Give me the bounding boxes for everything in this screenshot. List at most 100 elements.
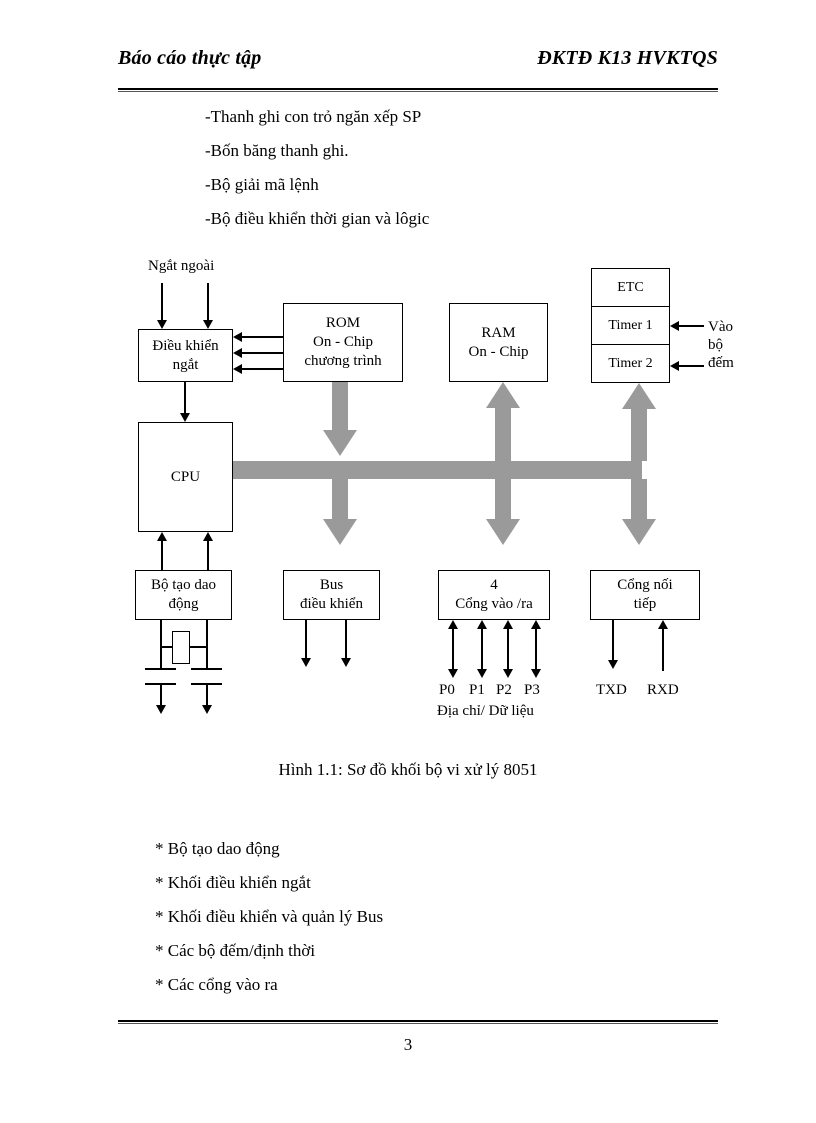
counter-input-arrow-1-icon xyxy=(670,321,679,331)
header-divider-line-2 xyxy=(118,91,718,92)
crystal-tap-right-line xyxy=(188,646,207,648)
bus-arrow-rom-down-icon xyxy=(323,430,357,456)
block-ram: RAM On - Chip xyxy=(449,303,548,382)
port-p1-line xyxy=(481,629,483,671)
block-line: chương trình xyxy=(304,353,382,369)
port-p2-arrow-up-icon xyxy=(503,620,513,629)
bus-arrow-etc-up-icon xyxy=(622,383,656,409)
port-p3-line xyxy=(535,629,537,671)
rom-to-interrupt-arrow-1-icon xyxy=(233,332,242,342)
counter-input-line-1 xyxy=(678,325,704,327)
bus-stem-ports-top xyxy=(495,479,511,519)
block-cpu: CPU xyxy=(138,422,233,532)
osc-to-cpu-line-1 xyxy=(161,541,163,570)
capacitor-left-ground-arrow-icon xyxy=(156,705,166,714)
counter-input-label-line2: bộ xyxy=(708,337,723,353)
figure-caption: Hình 1.1: Sơ đồ khối bộ vi xử lý 8051 xyxy=(278,760,538,779)
bus-stem-ram-top xyxy=(495,408,511,461)
block-line: điều khiển xyxy=(300,596,363,612)
rom-to-interrupt-line-1 xyxy=(241,336,283,338)
external-interrupt-arrow-1-icon xyxy=(157,320,167,329)
osc-to-cpu-line-2 xyxy=(207,541,209,570)
counter-input-line-2 xyxy=(678,365,704,367)
control-bus-out-arrow-1-icon xyxy=(301,658,311,667)
interrupt-to-cpu-arrow-icon xyxy=(180,413,190,422)
block-line: tiếp xyxy=(633,596,657,612)
serial-txd-label: TXD xyxy=(596,682,627,698)
block-control-bus: Bus điều khiển xyxy=(283,570,380,620)
bus-stem-serial-top xyxy=(631,479,647,519)
block-line: Bus xyxy=(319,577,344,593)
footer-divider-line-1 xyxy=(118,1020,718,1022)
osc-to-cpu-arrow-1-icon xyxy=(157,532,167,541)
external-interrupt-label: Ngắt ngoài xyxy=(148,258,215,274)
capacitor-left-ground-line xyxy=(160,685,162,707)
capacitor-left-plate-bottom xyxy=(145,683,176,686)
top-list: -Thanh ghi con trỏ ngăn xếp SP -Bốn băng… xyxy=(205,100,685,236)
port-label-p1: P1 xyxy=(469,682,485,698)
block-line: 4 xyxy=(490,577,498,593)
block-line: CPU xyxy=(170,468,201,485)
block-serial-port: Cổng nối tiếp xyxy=(590,570,700,620)
etc-cell-timer2: Timer 2 xyxy=(592,344,669,382)
block-line: On - Chip xyxy=(313,334,373,350)
block-line: Cổng nối xyxy=(617,577,673,593)
bus-stem-rom-top xyxy=(332,382,348,430)
list-item: * Bộ tạo dao động xyxy=(155,839,280,858)
counter-input-arrow-2-icon xyxy=(670,361,679,371)
block-etc-timers: ETC Timer 1 Timer 2 xyxy=(591,268,670,383)
rom-to-interrupt-line-2 xyxy=(241,352,283,354)
block-line: Điều khiển xyxy=(152,337,219,354)
header-left-title: Báo cáo thực tập xyxy=(118,47,262,69)
counter-input-label-line3: đếm xyxy=(708,355,734,371)
rom-to-interrupt-arrow-2-icon xyxy=(233,348,242,358)
list-item: * Các bộ đếm/định thời xyxy=(155,941,316,960)
port-label-p2: P2 xyxy=(496,682,512,698)
serial-txd-line xyxy=(612,620,614,662)
bus-arrow-serial-down-icon xyxy=(622,519,656,545)
list-item: -Bộ giải mã lệnh xyxy=(205,175,319,194)
list-item: -Bốn băng thanh ghi. xyxy=(205,141,349,160)
bus-arrow-ports-down-icon xyxy=(486,519,520,545)
block-line: RAM xyxy=(481,324,516,341)
crystal-tap-left-line xyxy=(160,646,180,648)
footer-divider-line-2 xyxy=(118,1023,718,1024)
capacitor-right-plate-bottom xyxy=(191,683,222,686)
crystal-leg-left-line xyxy=(160,620,162,668)
port-p0-arrow-up-icon xyxy=(448,620,458,629)
serial-rxd-arrow-icon xyxy=(658,620,668,629)
block-line: động xyxy=(168,596,199,612)
port-p0-line xyxy=(452,629,454,671)
etc-cell-title: ETC xyxy=(617,280,644,295)
rom-to-interrupt-arrow-3-icon xyxy=(233,364,242,374)
block-interrupt-control: Điều khiển ngắt xyxy=(138,329,233,382)
block-line: Cổng vào /ra xyxy=(455,596,533,612)
port-p2-arrow-down-icon xyxy=(503,669,513,678)
page-number: 3 xyxy=(403,1035,413,1054)
control-bus-out-arrow-2-icon xyxy=(341,658,351,667)
osc-to-cpu-arrow-2-icon xyxy=(203,532,213,541)
port-p0-arrow-down-icon xyxy=(448,669,458,678)
external-interrupt-arrow-2-icon xyxy=(203,320,213,329)
bus-stem-etc-top xyxy=(631,409,647,461)
control-bus-out-line-1 xyxy=(305,620,307,660)
page-header: Báo cáo thực tập ĐKTĐ K13 HVKTQS xyxy=(118,47,718,79)
list-item: * Khối điều khiển ngắt xyxy=(155,873,311,892)
bus-arrow-ram-up-icon xyxy=(486,382,520,408)
block-io-ports: 4 Cổng vào /ra xyxy=(438,570,550,620)
external-interrupt-line-2 xyxy=(207,283,209,320)
port-p1-arrow-down-icon xyxy=(477,669,487,678)
crystal-leg-right-line xyxy=(206,620,208,668)
bus-arrow-controlbus-down-icon xyxy=(323,519,357,545)
list-item: -Thanh ghi con trỏ ngăn xếp SP xyxy=(205,107,422,126)
port-p1-arrow-up-icon xyxy=(477,620,487,629)
capacitor-right-ground-arrow-icon xyxy=(202,705,212,714)
list-item: -Bộ điều khiển thời gian và lôgic xyxy=(205,209,430,228)
block-line: ngắt xyxy=(172,356,199,373)
bus-stem-rom-bottom xyxy=(332,479,348,519)
block-line: ROM xyxy=(325,315,361,331)
capacitor-left-plate-top xyxy=(145,668,176,671)
block-rom: ROM On - Chip chương trình xyxy=(283,303,403,382)
